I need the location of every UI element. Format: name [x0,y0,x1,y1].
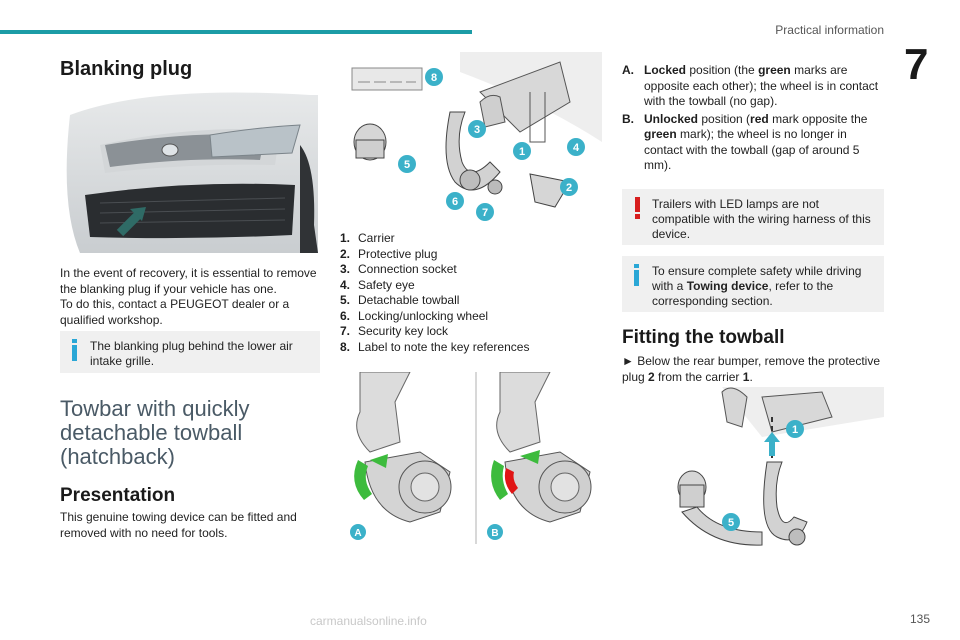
towbar-components-diagram [340,52,602,224]
presentation-title: Presentation [60,485,176,506]
watermark: carmanualsonline.info [310,614,427,628]
svg-text:4: 4 [573,142,580,154]
recovery-paragraph: In the event of recovery, it is essentia… [60,266,317,296]
towbar-heading-line-2: detachable towball [60,420,243,445]
callout-3: 3 [468,120,486,143]
svg-text:A: A [354,528,361,539]
key-label [351,67,423,91]
info-box-safety: To ensure complete safety while driving … [622,256,884,312]
fitting-step-1: ► Below the rear bumper, remove the prot… [622,354,880,384]
legend-item: 1.Carrier [340,231,395,245]
towbar-heading-line-3: (hatchback) [60,444,175,469]
svg-text:6: 6 [452,196,458,208]
info-icon [72,339,77,361]
chapter-number: 7 [904,40,929,89]
page-number: 135 [910,612,931,626]
callout-5: 5 [398,155,416,178]
callout-6: 6 [446,192,464,215]
dealer-paragraph: To do this, contact a PEUGEOT dealer or … [60,297,290,327]
svg-text:5: 5 [404,159,410,171]
warning-box-led: Trailers with LED lamps are not compatib… [622,189,884,245]
presentation-text: This genuine towing device can be fitted… [60,510,297,540]
callout-8: 8 [425,68,443,91]
safety-text-1: To ensure complete safety while driving … [652,264,862,293]
callout-1: 1 [513,142,531,165]
legend-item: 6.Locking/unlocking wheel [340,308,489,323]
locked-position-figure [340,371,470,544]
warning-icon [635,197,640,219]
warning-text: Trailers with LED lamps are not compatib… [652,197,871,241]
legend-item: 4.Safety eye [340,277,415,292]
unlocked-description: B.Unlocked position (red mark opposite t… [622,111,868,173]
header-accent-bar [0,30,472,34]
svg-text:1: 1 [792,424,798,436]
legend-item: 3.Connection socket [340,262,457,276]
component-legend: 1.Carrier 2.Protective plug 3.Connection… [340,231,602,355]
legend-item: 5.Detachable towball [340,293,460,307]
unlocked-position-figure [480,371,602,544]
fitting-towball-diagram [622,387,884,557]
blanking-plug-title: Blanking plug [60,58,193,80]
info-box-blanking-plug: The blanking plug behind the lower air i… [60,331,320,373]
svg-text:1: 1 [519,146,525,158]
towbar-heading-line-1: Towbar with quickly [60,396,250,421]
info-icon [634,264,639,286]
svg-text:5: 5 [728,517,734,529]
figure-divider [475,372,477,544]
car-front-illustration [60,85,319,253]
legend-item: 8.Label to note the key references [340,339,530,354]
position-descriptions: A.Locked position (the green marks are o… [622,63,884,176]
svg-text:7: 7 [482,207,488,219]
figure-label-b: B [487,524,503,545]
callout-4: 4 [567,138,585,161]
callout-1-fitting: 1 [786,420,804,443]
safety-text-2: , refer to the corresponding section. [652,279,834,308]
svg-text:8: 8 [431,72,437,84]
header-title: Practical information [775,23,884,37]
callout-7: 7 [476,203,494,226]
figure-label-a: A [350,524,366,545]
info-text: The blanking plug behind the lower air i… [90,339,293,368]
callout-5-fitting: 5 [722,513,740,536]
safety-text-bold: Towing device [686,279,769,293]
legend-item: 2.Protective plug [340,246,438,261]
svg-text:2: 2 [566,182,572,194]
towbar-heading: Towbar with quickly detachable towball (… [60,397,320,469]
locked-description: A.Locked position (the green marks are o… [622,63,879,108]
svg-text:3: 3 [474,124,480,136]
fitting-title: Fitting the towball [622,327,785,348]
svg-text:B: B [491,528,498,539]
legend-item: 7.Security key lock [340,324,449,338]
callout-2: 2 [560,178,578,201]
